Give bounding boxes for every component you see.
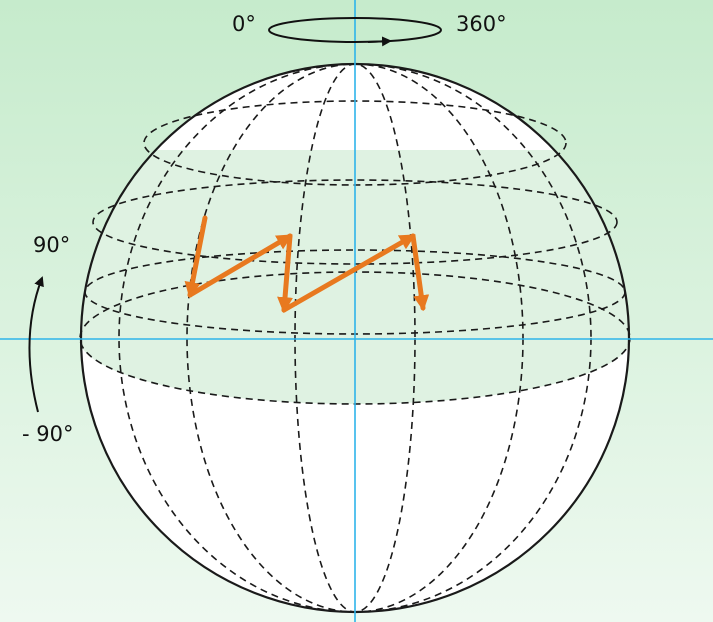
meridians	[118, 64, 592, 612]
azimuth-rotation-arrow	[367, 36, 392, 47]
scan-segment-3	[277, 233, 294, 314]
scan-segment-4	[281, 233, 416, 313]
elevation-top-label: 90°	[33, 233, 70, 257]
scan-segment-2	[187, 233, 293, 298]
scan-segment-1	[184, 215, 208, 299]
elevation-arrow	[28, 276, 44, 413]
scan-path	[184, 215, 430, 314]
scan-segment-5	[410, 233, 430, 312]
azimuth-rotation-ellipse	[268, 17, 442, 43]
parallel-upper	[92, 179, 618, 265]
meridian-2	[186, 64, 524, 612]
azimuth-start-label: 0°	[232, 12, 256, 36]
elevation-bottom-label: - 90°	[22, 422, 73, 446]
meridian-1	[118, 64, 592, 612]
meridian-3	[294, 64, 416, 612]
azimuth-end-label: 360°	[456, 12, 507, 36]
